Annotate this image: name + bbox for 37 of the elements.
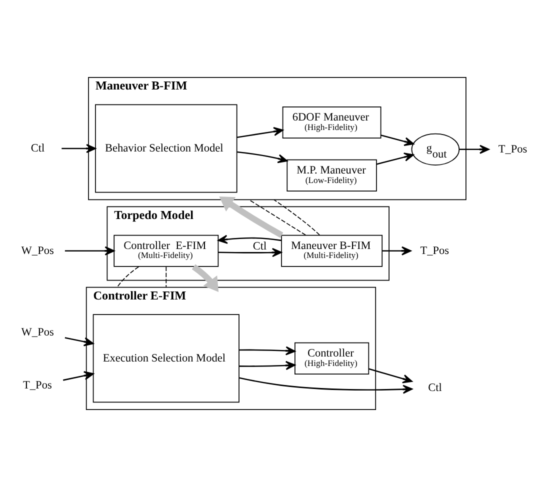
node-text: T_Pos <box>498 142 528 155</box>
connector <box>166 266 167 288</box>
arrow <box>239 346 296 355</box>
arrow <box>64 246 115 255</box>
node-box: Controller (High-Fidelity) <box>294 342 370 374</box>
arrow <box>219 196 284 238</box>
arrow <box>376 152 414 164</box>
arrow <box>218 234 282 244</box>
node-box: M.P. Maneuver (Low-Fidelity) <box>286 158 377 191</box>
arrow <box>237 150 288 163</box>
arrow <box>239 376 413 394</box>
node-box: Behavior Selection Model <box>95 104 238 192</box>
connector <box>274 198 320 235</box>
node-text: Ctl <box>30 142 45 154</box>
arrow <box>368 368 412 383</box>
arrow <box>459 144 490 154</box>
node-box: 6DOF Maneuver (High-Fidelity) <box>282 106 382 138</box>
node-box: Execution Selection Model <box>92 314 240 402</box>
node-text: W_Pos <box>21 244 54 256</box>
node-text: Ctl <box>428 381 442 394</box>
node-box: Controller E-FIM (Multi-Fidelity) <box>114 234 219 266</box>
arrow <box>218 247 282 257</box>
connector <box>248 198 306 235</box>
arrow <box>64 336 94 346</box>
arrow <box>236 126 284 138</box>
node-text: W_Pos <box>21 326 54 338</box>
node-box: Maneuver B-FIM (Multi-Fidelity) <box>281 234 383 266</box>
arrow <box>239 360 296 370</box>
node-text: T_Pos <box>23 378 52 391</box>
arrow <box>382 246 412 255</box>
arrow <box>380 134 414 146</box>
connector <box>116 266 140 288</box>
arrow <box>62 143 96 153</box>
edge-label: Ctl <box>252 240 267 252</box>
node-text: T_Pos <box>420 244 450 256</box>
arrow <box>192 264 219 292</box>
arrow <box>62 370 94 380</box>
